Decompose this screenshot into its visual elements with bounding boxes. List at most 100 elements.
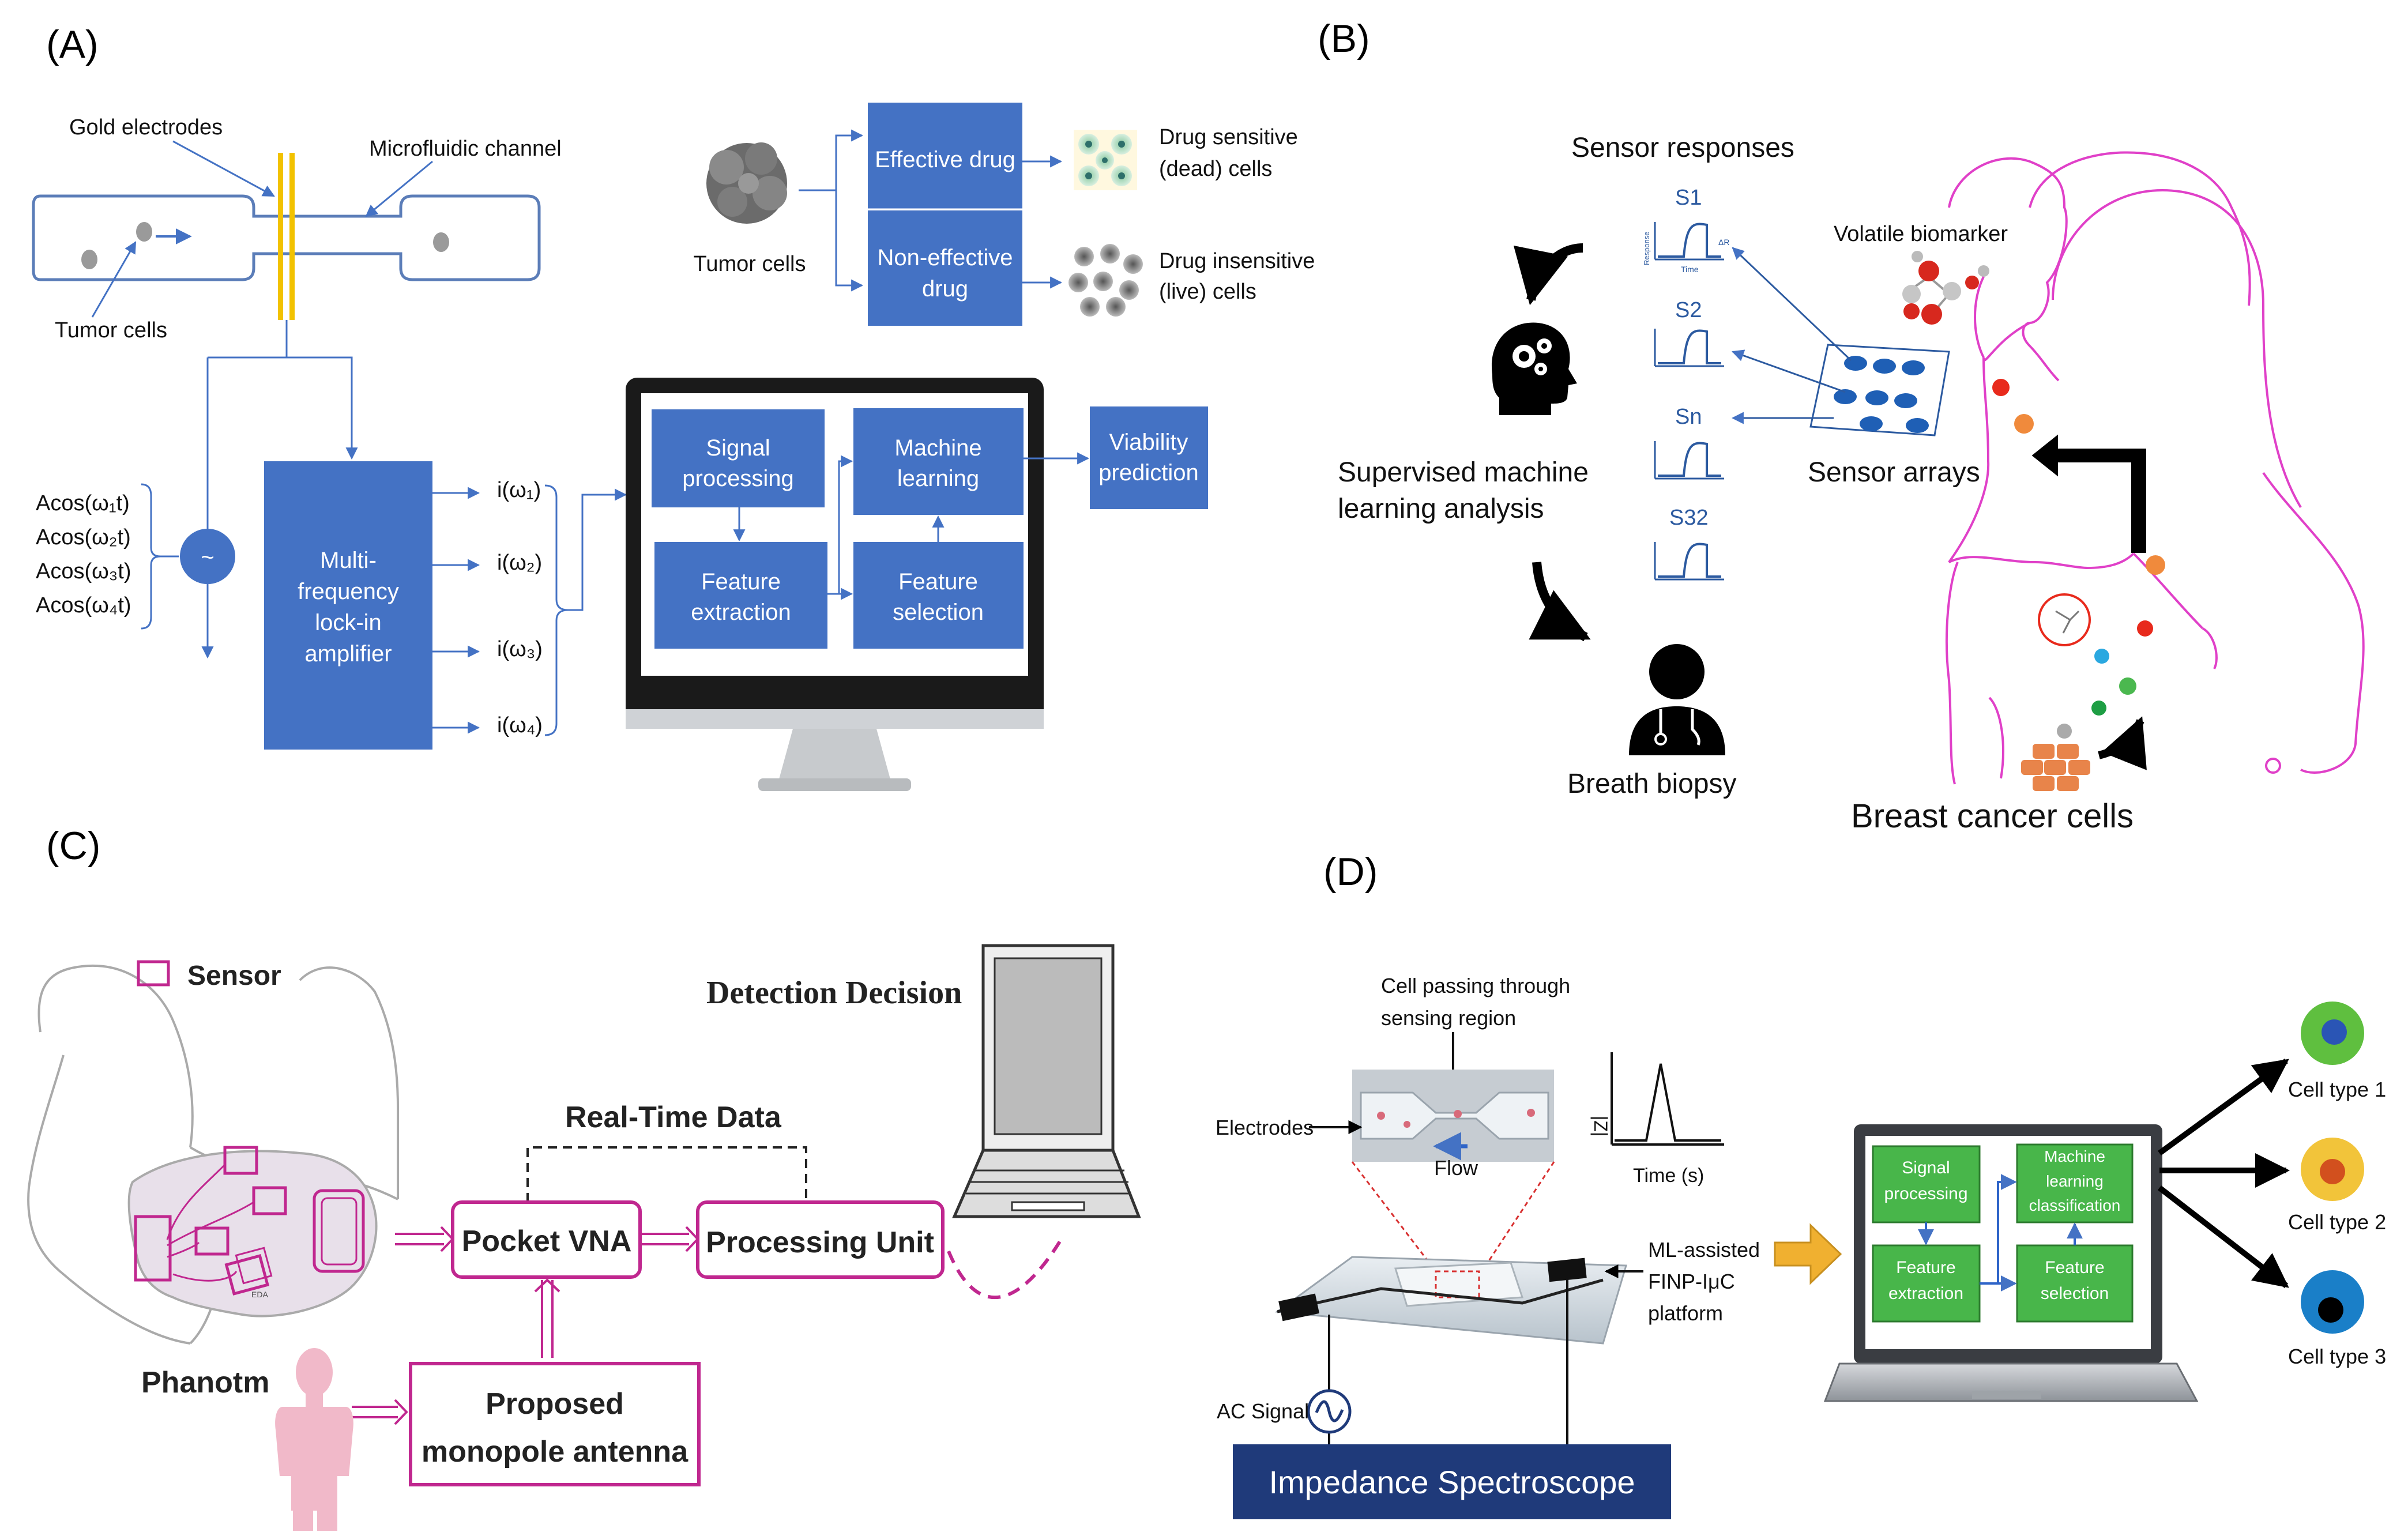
- amplifier-label-2: frequency: [298, 579, 399, 604]
- feature-extraction-label-2: extraction: [691, 600, 791, 625]
- cancer-cells-icon: [2021, 744, 2090, 791]
- d-ml-label-3: classification: [2029, 1196, 2121, 1214]
- mini-molecule: [2055, 610, 2080, 634]
- amplifier-label-4: amplifier: [304, 641, 392, 667]
- z-axis-label: |Z|: [1590, 1116, 1611, 1136]
- wireless-link: [947, 1238, 1063, 1300]
- processing-unit-label: Processing Unit: [706, 1226, 934, 1259]
- tumor-cell-cluster: [706, 142, 787, 224]
- signal-processing-label-1: Signal: [706, 435, 770, 461]
- sensor-responses-label: Sensor responses: [1571, 133, 1794, 163]
- panel-label-c: (C): [46, 824, 100, 868]
- ac-signal-label: AC Signal: [1217, 1399, 1309, 1423]
- platform-label-2: FINP-IμC: [1648, 1270, 1735, 1293]
- feature-selection-box: [853, 542, 1024, 649]
- sensor-square: [224, 1254, 270, 1296]
- double-arrow: [534, 1278, 560, 1358]
- cell-type-1-label: Cell type 1: [2288, 1078, 2386, 1101]
- drug-insensitive-label-2: (live) cells: [1159, 280, 1256, 304]
- channel-zoom-image: [1352, 1070, 1554, 1162]
- garment-window-inner: [321, 1197, 358, 1266]
- d-feature-extraction-box: [1872, 1244, 1981, 1323]
- d-signal-processing-label-1: Signal: [1902, 1158, 1950, 1177]
- garment-inner: [127, 1150, 378, 1317]
- signal-source-1: Acos(ω₁t): [36, 491, 130, 515]
- phantom-label: Phanotm: [141, 1366, 269, 1399]
- microfluidic-channel-label: Microfluidic channel: [369, 137, 562, 161]
- garment-window: [313, 1189, 365, 1273]
- platform-label-1: ML-assisted: [1648, 1238, 1760, 1262]
- double-arrow: [395, 1226, 454, 1252]
- panel-label-a: (A): [46, 22, 99, 66]
- panel-label-b: (B): [1318, 17, 1370, 61]
- tumor-cell-dot: [136, 222, 152, 242]
- panel-c: Sensor EDA Detection Decision Real-Time …: [27, 944, 1141, 1531]
- platform-label-3: platform: [1648, 1301, 1723, 1325]
- cell-passing-label-2: sensing region: [1381, 1006, 1516, 1030]
- tumor-cell-dot: [433, 232, 449, 252]
- signal-source-4: Acos(ω₄t): [36, 593, 131, 618]
- process-arrow: [1774, 1223, 1842, 1285]
- plot-delta: ΔR: [1718, 238, 1729, 247]
- sensor-square: [252, 1186, 287, 1215]
- panel-label-d: (D): [1323, 850, 1378, 894]
- cell-passing-label-1: Cell passing through: [1381, 974, 1570, 997]
- signal-processing-box: [652, 409, 825, 507]
- d-signal-processing-label-2: processing: [1884, 1184, 1967, 1203]
- molecule-dot: [1992, 379, 2010, 396]
- molecule-dot: [2091, 701, 2106, 716]
- viability-prediction-box: [1090, 406, 1208, 509]
- sensor-square: [134, 1215, 172, 1282]
- sensor-square: [223, 1146, 258, 1175]
- plot-xlabel: Time: [1681, 265, 1699, 274]
- d-ml-classification-box: [2016, 1143, 2134, 1223]
- flow-label: Flow: [1434, 1156, 1478, 1180]
- microfluidic-chip: [32, 194, 541, 281]
- sensor-s32-label: S32: [1669, 506, 1709, 530]
- curved-arrow-icon: [2098, 716, 2147, 770]
- molecule-dot: [2146, 555, 2165, 575]
- drug-sensitive-label-1: Drug sensitive: [1159, 125, 1298, 149]
- impedance-peak: [1615, 1063, 1721, 1142]
- supervised-ml-label-2: learning analysis: [1338, 494, 1544, 524]
- lock-in-amplifier-box: [264, 461, 432, 750]
- molecule-dot: [2137, 620, 2153, 637]
- sensor-wires: [166, 1164, 254, 1282]
- gold-electrodes-label: Gold electrodes: [69, 115, 223, 140]
- non-effective-drug-label-1: Non-effective: [878, 245, 1013, 270]
- impedance-spectroscope-label: Impedance Spectroscope: [1269, 1464, 1635, 1500]
- machine-learning-label-2: learning: [897, 466, 979, 491]
- sensor-square: [194, 1226, 229, 1256]
- cell-type-2-label: Cell type 2: [2288, 1210, 2386, 1234]
- doctor-icon: [1629, 644, 1725, 755]
- pocket-vna-label: Pocket VNA: [462, 1225, 632, 1258]
- non-effective-drug-label-2: drug: [922, 276, 968, 302]
- impedance-spectroscope-box: [1233, 1444, 1671, 1519]
- detection-decision-label: Detection Decision: [706, 975, 962, 1011]
- upward-arrow-icon: [2031, 434, 2146, 553]
- d-feature-extraction-label-2: extraction: [1888, 1284, 1963, 1303]
- oscillator-symbol: ~: [201, 545, 214, 570]
- tumor-cell-dot: [81, 250, 97, 269]
- sensor-plot: [1654, 222, 1724, 261]
- molecule-dot: [2057, 724, 2072, 739]
- cell-type-3-label: Cell type 3: [2288, 1345, 2386, 1368]
- wearable-garment: [27, 964, 399, 1345]
- woman-silhouette: [1945, 157, 2365, 785]
- time-axis-label: Time (s): [1633, 1165, 1704, 1187]
- gold-electrode: [289, 153, 295, 320]
- curved-arrow-icon: [1513, 243, 1583, 306]
- d-feature-selection-label-1: Feature: [2045, 1258, 2104, 1277]
- breath-biopsy-label: Breath biopsy: [1567, 769, 1737, 799]
- drug-insensitive-label-1: Drug insensitive: [1159, 249, 1315, 273]
- antenna-label-1: Proposed: [486, 1387, 624, 1421]
- antenna-label-2: monopole antenna: [422, 1435, 688, 1469]
- sensor-plot: [1654, 329, 1724, 367]
- d-ml-label-2: learning: [2046, 1172, 2104, 1190]
- curved-arrow-icon: [1529, 562, 1591, 642]
- sensor-s1-label: S1: [1675, 186, 1702, 210]
- laptop-icon: [952, 944, 1141, 1218]
- feature-selection-label-2: selection: [893, 600, 984, 625]
